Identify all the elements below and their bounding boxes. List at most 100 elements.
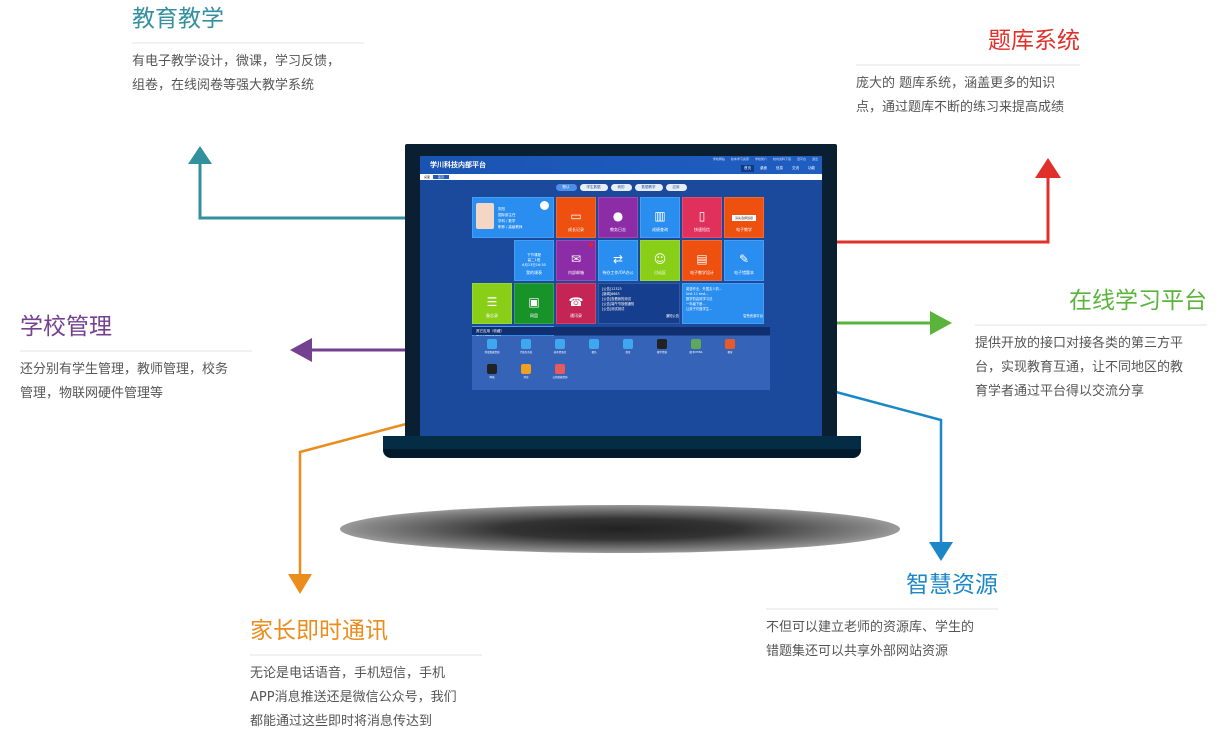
notice-tile[interactable]: [公告]12323 [新闻]6663 [公告]查看我的测试 [公告]端午节放假通… <box>598 283 680 324</box>
app-item[interactable]: 教室 <box>713 339 747 362</box>
tile-mail[interactable]: ✉内部邮箱 <box>556 240 596 281</box>
tile-quick-sms[interactable]: ▯快速短信 <box>682 197 722 238</box>
laptop-screen: 学川科技内部平台 学校网站 校本学习资源 学校简介 校内资料下载 旧平台 退出 … <box>420 156 822 436</box>
app-item[interactable]: 测试 <box>509 364 543 387</box>
top-link[interactable]: 退出 <box>811 157 818 161</box>
profile-info: 张阳 国际部主任 学科 / 数学 职称 / 高级教师 <box>498 206 522 230</box>
phone-icon: ☎ <box>568 295 584 309</box>
tile-label: 电子教学设计 <box>690 270 714 275</box>
app-label: 教务 <box>591 351 597 354</box>
resource-item[interactable]: 英语作业，外国友人的... <box>686 287 723 291</box>
windows-icon <box>487 339 497 349</box>
app-item[interactable]: 公共数据资源 <box>543 364 577 387</box>
profile-role: 国际部主任 <box>498 213 516 217</box>
feature-desc: 有电子教学设计，微课，学习反馈， 组卷，在线阅卷等强大教学系统 <box>132 50 364 98</box>
user-avatar-icon[interactable] <box>540 201 549 210</box>
app-label: 网络 <box>489 376 495 379</box>
divider <box>250 654 482 656</box>
resource-item[interactable]: Unit 11 test... <box>686 292 709 296</box>
nav-tab[interactable]: 桌面 <box>760 166 767 170</box>
refresh-icon: ⇄ <box>612 252 624 266</box>
top-link[interactable]: 校本学习资源 <box>730 157 749 161</box>
tile-label: 待办工作/OA办公 <box>602 270 634 275</box>
resource-tile[interactable]: 英语作业，外国友人的... Unit 11 test... 数学的高效学习法 一… <box>682 283 764 324</box>
app-item[interactable]: 测试数据资源 <box>475 339 509 362</box>
desc-line: 有电子教学设计，微课，学习反馈， <box>132 54 341 69</box>
feature-desc: 提供开放的接口对接各类的第三方平 台，实现教育互通，让不同地区的教 育学者通过平… <box>975 332 1207 404</box>
divider <box>20 350 252 352</box>
app-item[interactable]: 德育 <box>611 339 645 362</box>
top-link[interactable]: 校内资料下载 <box>772 157 791 161</box>
desc-line: 不但可以建立老师的资源库、学生的 <box>766 620 975 635</box>
notice-item[interactable]: [公告]测试测试 <box>602 307 625 311</box>
feature-smart-resources: 智慧资源 不但可以建立老师的资源库、学生的 错题集还可以共享外部网站资源 <box>766 570 998 664</box>
toolbar-button[interactable]: 我的 <box>610 184 632 191</box>
laptop-icon <box>725 339 735 349</box>
tile-e-design[interactable]: ▤电子教学设计 <box>682 240 722 281</box>
app-label: 行政务系统 <box>519 351 533 354</box>
notice-item[interactable]: [新闻]6663 <box>602 292 620 296</box>
schedule-line: 高二1班 <box>527 258 541 262</box>
tablet-icon: ▯ <box>698 209 706 223</box>
empty-cell <box>472 240 512 281</box>
desc-line: 还分别有学生管理，教师管理，校务 <box>20 362 229 377</box>
tile-oa[interactable]: ⇄ 待办工作/OA办公 <box>598 240 638 281</box>
top-link[interactable]: 旧平台 <box>796 157 806 161</box>
feature-title: 家长即时通讯 <box>250 618 388 644</box>
nav-tab[interactable]: 信息 <box>776 166 783 170</box>
app-item[interactable]: 校本资源库 <box>543 339 577 362</box>
app-item[interactable]: 教务 <box>577 339 611 362</box>
desc-line: 点，通过题库不断的练习来提高成绩 <box>856 100 1065 115</box>
schedule-line: 下节课程 <box>527 253 541 257</box>
profile-name: 张阳 <box>498 207 505 211</box>
tile-label: 成长记录 <box>568 227 584 232</box>
tile-e-teaching[interactable]: 请先选择班级 电子教学 <box>724 197 764 238</box>
profile-tile[interactable]: 张阳 国际部主任 学科 / 数学 职称 / 高级教师 <box>472 197 554 238</box>
notice-item[interactable]: [公告]12323 <box>602 287 622 291</box>
app-label: 公共数据资源 <box>552 376 568 379</box>
resource-item[interactable]: 让孩子们做学生... <box>686 307 713 311</box>
desc-line: 都能通过这些即时将消息传达到 <box>250 714 433 729</box>
notice-item[interactable]: [公告]查看我的测试 <box>602 297 631 301</box>
notice-item[interactable]: [公告]端午节放假通知 <box>602 302 635 306</box>
top-link[interactable]: 学校简介 <box>754 157 767 161</box>
nav-tab[interactable]: 交流 <box>792 166 799 170</box>
top-link[interactable]: 学校网站 <box>712 157 725 161</box>
toolbar-button[interactable]: 学生数据 <box>579 184 608 191</box>
tile-label: 电子错题本 <box>734 270 754 275</box>
tile-discussion[interactable]: ☺讨论区 <box>640 240 680 281</box>
app-label: 校本资源库 <box>553 351 567 354</box>
feature-desc: 庞大的 题库系统，涵盖更多的知识 点，通过题库不断的练习来提高成绩 <box>856 72 1080 120</box>
nav-tab[interactable]: 功能 <box>808 166 815 170</box>
feature-desc: 无论是电话语音，手机短信，手机 APP消息推送还是微信公众号，我们 都能通过这些… <box>250 662 482 734</box>
toolbar-button[interactable]: 应用 <box>665 184 687 191</box>
tile-error-book[interactable]: ✎电子错题本 <box>724 240 764 281</box>
tile-memo[interactable]: ☰备忘录 <box>472 283 512 324</box>
tile-growth-record[interactable]: ▭成长记录 <box>556 197 596 238</box>
breadcrumb-item[interactable]: 桌面 <box>424 175 431 179</box>
app-item[interactable]: 图书CHINA <box>679 339 713 362</box>
toolbar-button[interactable]: 数据教学 <box>634 184 663 191</box>
tile-academic-log[interactable]: ●教务日志 <box>598 197 638 238</box>
app-item[interactable]: 行政务系统 <box>509 339 543 362</box>
tile-label: 教务日志 <box>610 227 626 232</box>
book-icon <box>521 364 531 374</box>
windows-icon <box>521 339 531 349</box>
resource-item[interactable]: 一年级下册... <box>686 302 706 306</box>
tile-netdisk[interactable]: ▣网盘 <box>514 283 554 324</box>
app-item[interactable]: 教学资源 <box>645 339 679 362</box>
screen-toolbar: 默认 学生数据 我的 数据教学 应用 <box>420 184 822 191</box>
feature-title: 在线学习平台 <box>1069 288 1207 314</box>
app-item[interactable]: 网络 <box>475 364 509 387</box>
nav-tab[interactable]: 首页 <box>741 165 754 172</box>
breadcrumb-tab[interactable]: 首页 <box>433 175 450 179</box>
app-label: 测试 <box>523 376 529 379</box>
screen-nav: 首页 桌面 信息 交流 功能 <box>741 165 818 172</box>
tile-grade-query[interactable]: ▥成绩查询 <box>640 197 680 238</box>
tile-contacts[interactable]: ☎通讯录 <box>556 283 596 324</box>
toolbar-button[interactable]: 默认 <box>555 184 577 191</box>
resource-item[interactable]: 数学的高效学习法 <box>686 297 713 301</box>
class-select[interactable]: 请先选择班级 <box>731 214 756 221</box>
tile-schedule[interactable]: 下节课程 高二1班 6月13日16:30 我的课表 <box>514 240 554 281</box>
